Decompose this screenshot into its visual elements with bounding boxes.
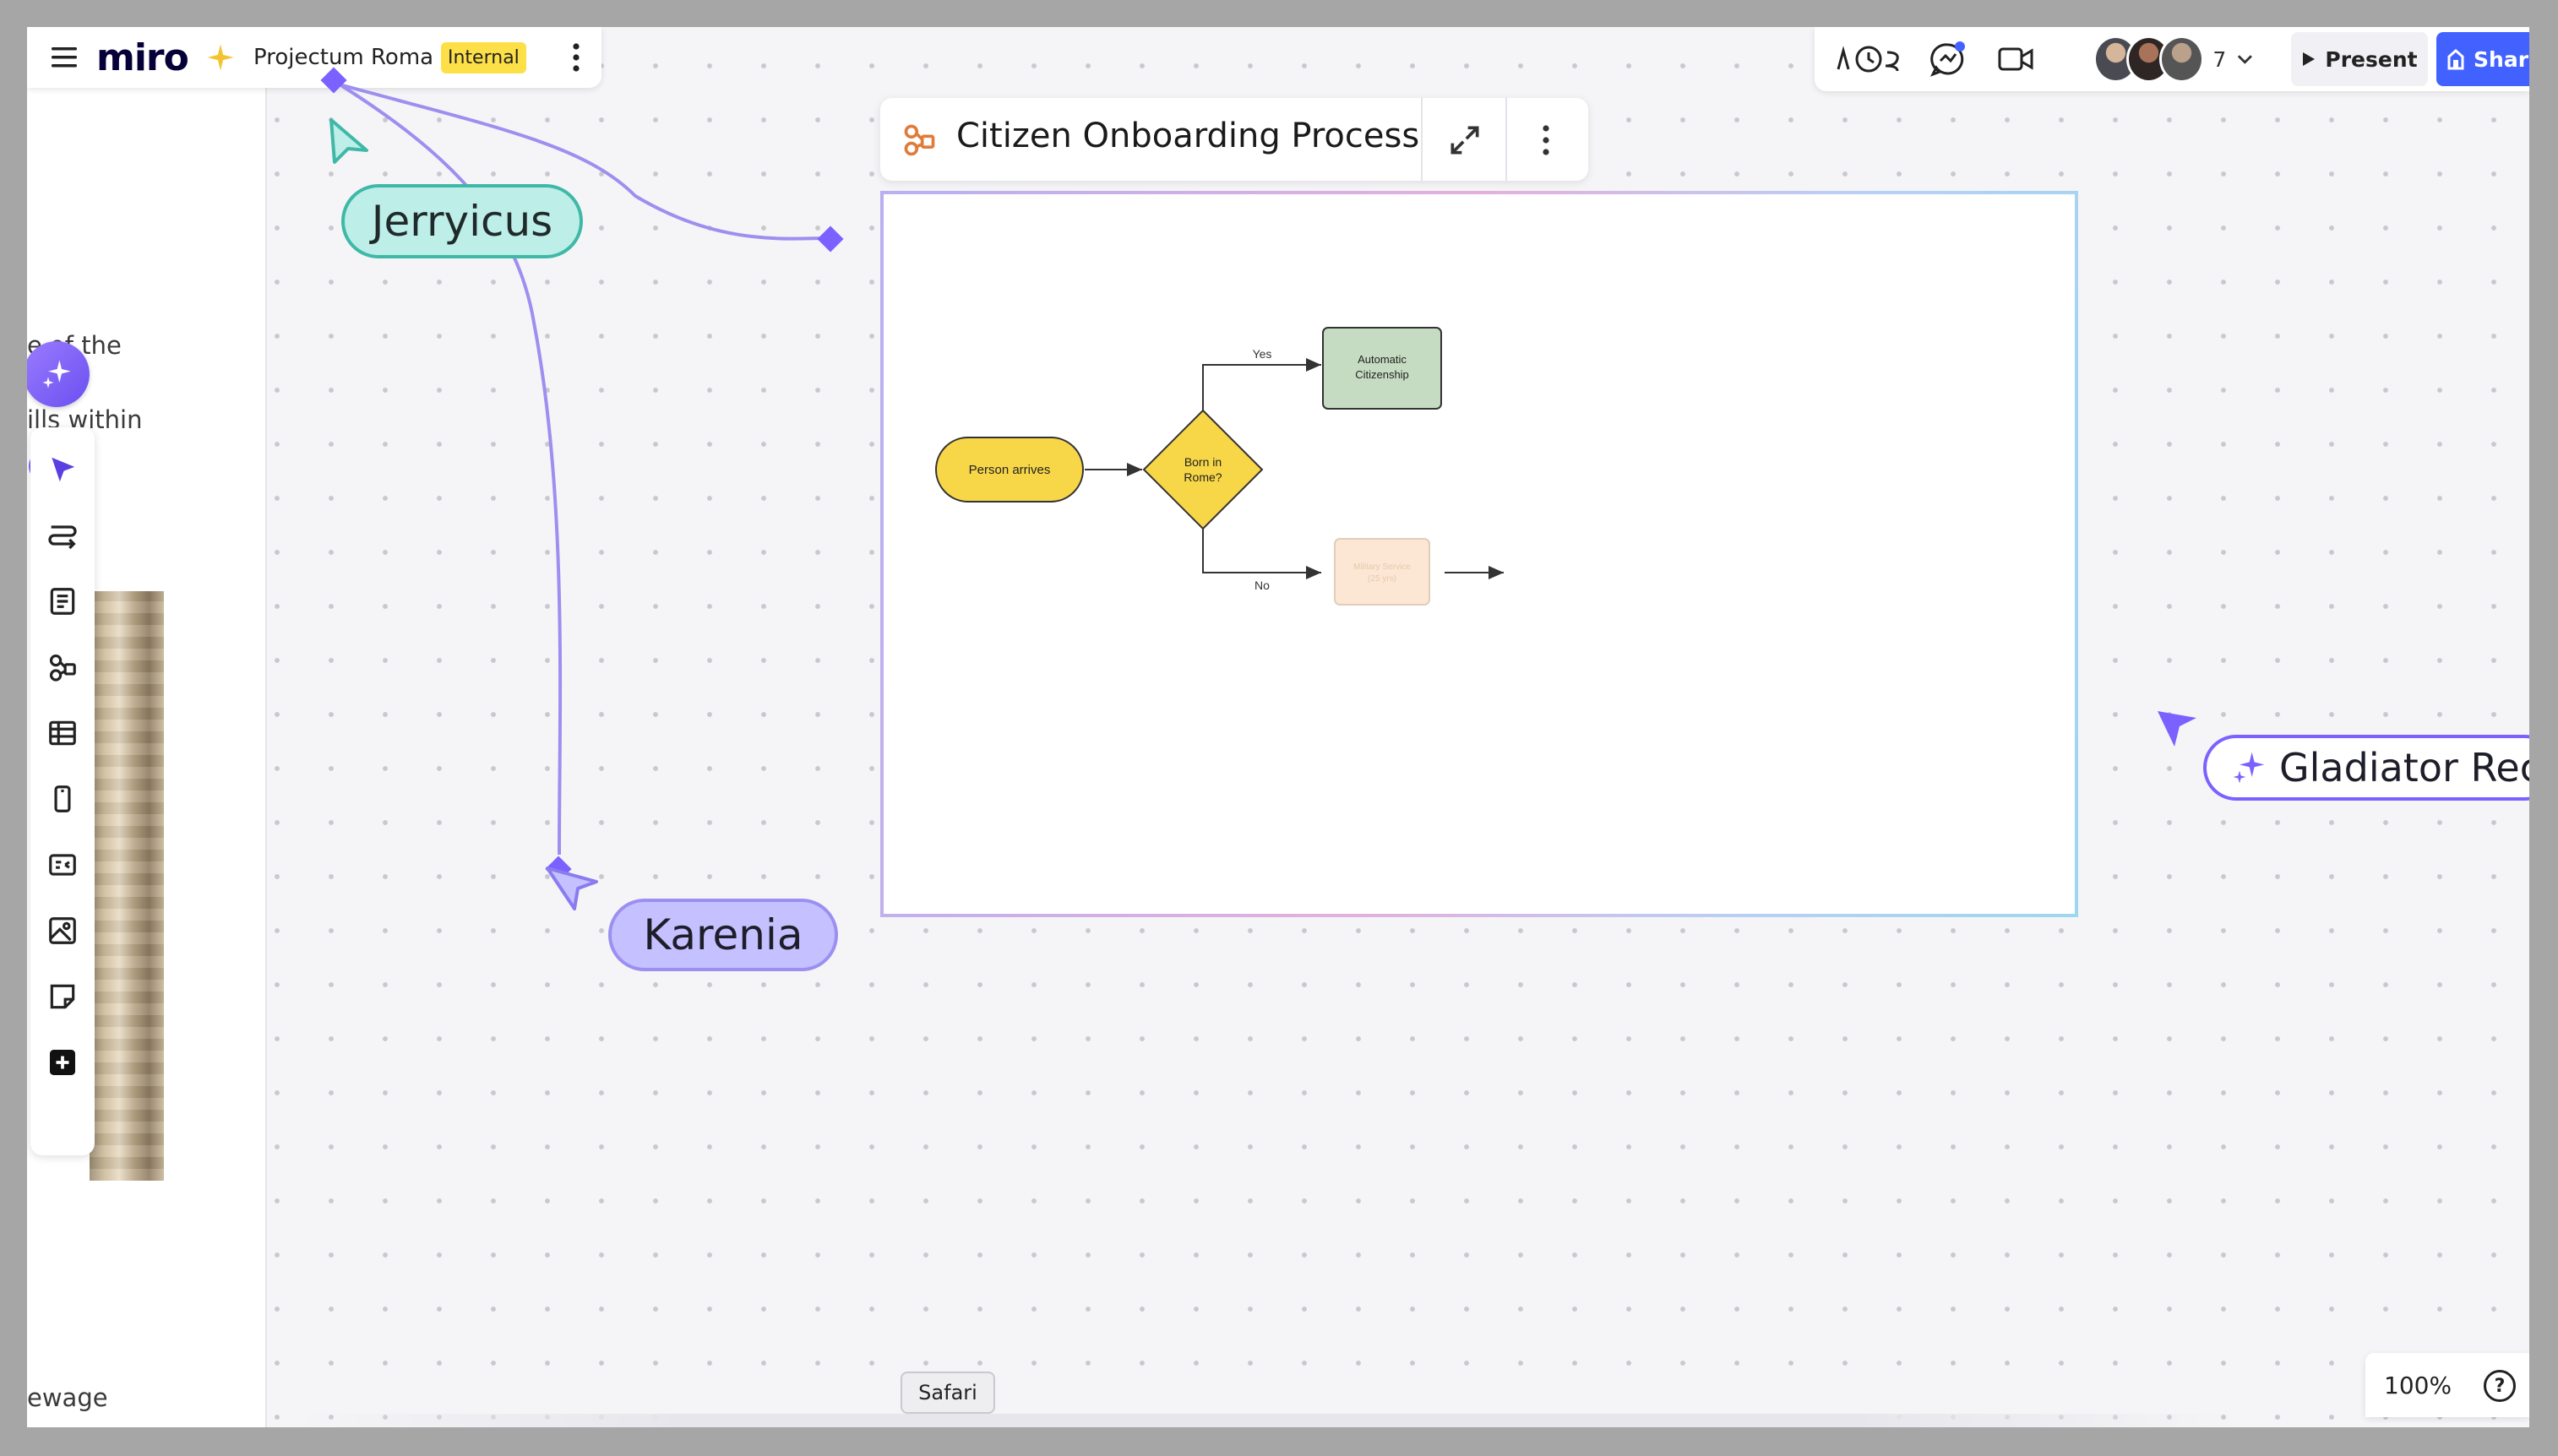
menu-button[interactable] bbox=[39, 27, 90, 88]
board-star-icon[interactable] bbox=[206, 27, 235, 88]
flow-start-label: Person arrives bbox=[969, 463, 1051, 477]
zoom-level[interactable]: 100% bbox=[2384, 1372, 2452, 1399]
timer-icon bbox=[1837, 46, 1899, 73]
expand-frame-button[interactable] bbox=[1441, 117, 1489, 164]
reactions-icon bbox=[1929, 41, 1965, 77]
miro-logo[interactable]: miro bbox=[96, 35, 189, 79]
sticky-note-icon bbox=[50, 984, 75, 1009]
flowchart: Person arrives Born in Rome? Yes No Auto… bbox=[935, 327, 1504, 606]
more-vertical-icon bbox=[1543, 125, 1549, 155]
help-button[interactable]: ? bbox=[2484, 1370, 2516, 1402]
flow-no-node-label: (25 yrs) bbox=[1368, 574, 1396, 584]
reactions-button[interactable] bbox=[1923, 27, 1973, 91]
mobile-frame-icon bbox=[54, 785, 71, 812]
flow-arrow[interactable] bbox=[1202, 529, 1321, 579]
miro-board[interactable]: e of the ills within h ewage miro Projec… bbox=[27, 27, 2529, 1427]
star-sparkle-icon bbox=[207, 44, 234, 71]
share-button[interactable]: Share bbox=[2436, 32, 2529, 86]
sparkle-icon bbox=[42, 360, 71, 388]
panel-text-fragment: ewage bbox=[27, 1383, 108, 1412]
plus-square-icon bbox=[50, 1050, 75, 1075]
play-icon bbox=[2303, 52, 2316, 66]
frame-divider bbox=[1505, 98, 1507, 181]
collaboration-toolbar: 7 Present Share bbox=[1815, 27, 2529, 91]
expand-icon bbox=[1450, 126, 1479, 155]
select-tool[interactable] bbox=[39, 446, 86, 493]
document-tool[interactable] bbox=[39, 578, 86, 625]
flow-arrow[interactable] bbox=[1202, 358, 1321, 410]
flow-start-node[interactable]: Person arrives bbox=[935, 437, 1084, 503]
ai-assistant-button[interactable] bbox=[27, 341, 90, 407]
more-vertical-icon bbox=[573, 43, 580, 72]
dock-strip bbox=[297, 1414, 2240, 1427]
sparkle-icon bbox=[2233, 752, 2265, 784]
flow-yes-node-label: Citizenship bbox=[1355, 368, 1409, 381]
flow-no-label: No bbox=[1255, 579, 1270, 592]
board-name[interactable]: Projectum Roma bbox=[253, 45, 434, 70]
frame-title[interactable]: Citizen Onboarding Process bbox=[956, 117, 1420, 155]
avatar[interactable] bbox=[2159, 35, 2205, 83]
ai-cursor-icon bbox=[2158, 711, 2196, 747]
flow-yes-label: Yes bbox=[1253, 347, 1272, 361]
image-tool[interactable] bbox=[39, 907, 86, 954]
flow-no-node[interactable]: Military Service (25 yrs) bbox=[1334, 538, 1430, 606]
frame-divider bbox=[1421, 98, 1423, 181]
collaborator-count: 7 bbox=[2212, 46, 2227, 72]
document-icon bbox=[50, 588, 75, 615]
flow-no-node-label: Military Service bbox=[1353, 562, 1411, 572]
share-lock-icon bbox=[2447, 49, 2464, 70]
collaborator-cursor-icon bbox=[546, 867, 598, 910]
video-call-button[interactable] bbox=[1990, 27, 2041, 91]
help-icon: ? bbox=[2494, 1375, 2506, 1397]
diagram-icon bbox=[904, 124, 935, 156]
collaborators-menu[interactable]: 7 bbox=[2093, 27, 2254, 91]
board-options-button[interactable] bbox=[559, 27, 593, 88]
side-panel: e of the ills within h ewage bbox=[27, 27, 267, 1427]
connector-handle[interactable] bbox=[817, 225, 844, 253]
dock-tooltip: Safari bbox=[901, 1372, 995, 1414]
collaborator-label-jerryicus: Jerryicus bbox=[341, 184, 583, 258]
board-header: miro Projectum Roma Internal bbox=[27, 27, 601, 88]
diagram-frame[interactable]: Person arrives Born in Rome? Yes No Auto… bbox=[880, 191, 2078, 917]
hamburger-icon bbox=[52, 47, 77, 68]
collaborator-cursor-icon bbox=[329, 118, 368, 164]
sticky-note-tool[interactable] bbox=[39, 973, 86, 1020]
zoom-controls: 100% ? bbox=[2365, 1353, 2529, 1417]
chevron-down-icon bbox=[2238, 55, 2253, 64]
flow-decision-label: Rome? bbox=[1184, 470, 1222, 484]
ai-agent-label-gladiator: Gladiator Rec bbox=[2203, 735, 2529, 801]
connection-line-tool[interactable] bbox=[39, 512, 86, 559]
diagram-icon bbox=[49, 654, 76, 682]
timer-button[interactable] bbox=[1831, 27, 1908, 91]
card-tool[interactable] bbox=[39, 775, 86, 823]
table-icon bbox=[49, 720, 76, 746]
board-badge: Internal bbox=[441, 27, 526, 88]
roman-column-image[interactable] bbox=[90, 591, 164, 1181]
present-button[interactable]: Present bbox=[2291, 32, 2428, 86]
diagram-tool[interactable] bbox=[39, 644, 86, 691]
flow-yes-node[interactable]: Automatic Citizenship bbox=[1322, 327, 1442, 410]
flow-decision-node[interactable]: Born in Rome? bbox=[1142, 409, 1264, 530]
flow-yes-node-label: Automatic bbox=[1358, 353, 1407, 366]
image-icon bbox=[49, 917, 76, 944]
frame-header[interactable]: Citizen Onboarding Process bbox=[880, 98, 1588, 181]
collaborator-label-karenia: Karenia bbox=[608, 899, 838, 971]
frame-options-button[interactable] bbox=[1522, 117, 1570, 164]
table-tool[interactable] bbox=[39, 709, 86, 757]
embed-tool[interactable] bbox=[39, 841, 86, 888]
connector-icon bbox=[48, 525, 77, 550]
creation-toolbar bbox=[30, 427, 95, 1155]
more-tools-button[interactable] bbox=[39, 1039, 86, 1086]
flow-decision-label: Born in bbox=[1184, 455, 1222, 469]
embed-card-icon bbox=[49, 854, 76, 876]
video-icon bbox=[1998, 47, 2033, 71]
cursor-arrow-icon bbox=[52, 457, 75, 482]
